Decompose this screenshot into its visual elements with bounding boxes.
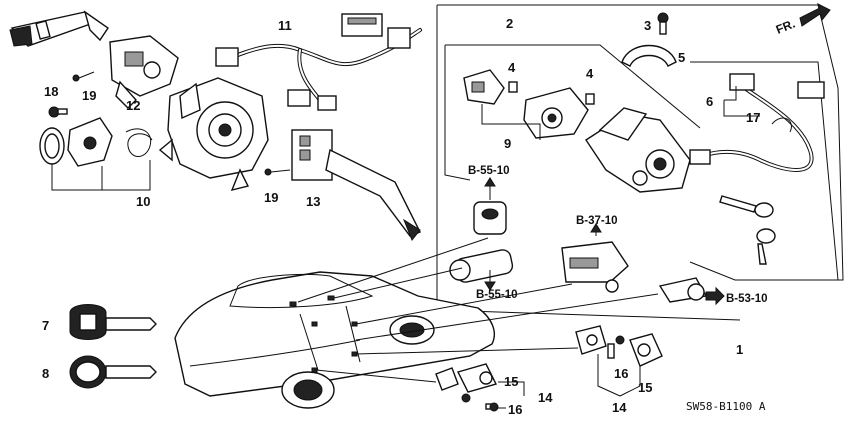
callout-15a: 15	[504, 374, 518, 389]
callout-6: 6	[706, 94, 713, 109]
leader-14b	[597, 354, 641, 397]
bolt-3	[657, 12, 669, 35]
callout-7: 7	[42, 318, 49, 333]
callout-18: 18	[44, 84, 58, 99]
return-spring	[125, 128, 153, 157]
ignition-key-b	[756, 228, 776, 265]
car-leaders	[297, 237, 659, 383]
callout-2: 2	[506, 16, 513, 31]
arrow-fr	[799, 2, 831, 27]
callout-9: 9	[504, 136, 511, 151]
callout-4b: 4	[586, 66, 594, 81]
callout-17: 17	[746, 110, 760, 125]
trunk-lock-cylinder	[473, 177, 507, 235]
callout-16a: 16	[508, 402, 522, 417]
reference-label-4: B-53-10	[726, 293, 768, 305]
bolt-18	[48, 106, 68, 118]
wire-harness-11	[215, 13, 422, 111]
callout-11: 11	[278, 18, 292, 33]
clamp-5	[621, 44, 677, 67]
callout-5: 5	[678, 50, 685, 65]
callout-14b: 14	[612, 400, 627, 415]
wiper-washer-switch	[291, 129, 421, 241]
screw-19	[72, 71, 95, 82]
callout-15b: 15	[638, 380, 652, 395]
cancel-cam	[67, 117, 113, 167]
key-cylinder-2	[523, 87, 589, 139]
car-body	[174, 271, 496, 409]
reference-label-1: B-55-10	[468, 165, 510, 177]
reference-label-2: B-55-10	[476, 289, 518, 301]
cancel-sleeve-ring	[39, 127, 65, 165]
door-switch-rh	[658, 277, 725, 306]
direction-label: FR.	[774, 17, 797, 37]
door-switch-lh	[435, 363, 499, 412]
wiper-switch-stalk	[9, 10, 109, 47]
sub-assembly-outline	[444, 44, 701, 181]
callout-16b: 16	[614, 366, 628, 381]
bulb-4a	[508, 81, 518, 93]
callout-10: 10	[136, 194, 150, 209]
screw-19b	[264, 168, 291, 176]
callout-12: 12	[126, 98, 140, 113]
callout-19b: 19	[264, 190, 278, 205]
leader-10	[51, 160, 151, 191]
tailgate-lock-switch	[561, 223, 629, 293]
turn-signal-switch	[109, 35, 179, 109]
callout-8: 8	[42, 366, 49, 381]
callout-19a: 19	[82, 88, 96, 103]
callout-3: 3	[644, 18, 651, 33]
diagram-code: SW58-B1100 A	[686, 400, 766, 413]
ignition-switch-9	[463, 69, 505, 105]
bulb-4b	[585, 93, 595, 105]
door-lock-cylinder	[449, 249, 514, 291]
steering-lock-body	[585, 107, 691, 193]
assembly-outline-6	[690, 61, 839, 281]
valet-key-8	[69, 355, 157, 389]
reference-label-3: B-37-10	[576, 215, 618, 227]
callout-13: 13	[306, 194, 320, 209]
ignition-key-a	[719, 195, 774, 218]
combination-switch-body	[158, 77, 269, 192]
callout-1: 1	[736, 342, 743, 357]
leader-14a	[496, 381, 525, 409]
door-switch-rh-bottom	[575, 325, 663, 367]
callout-4a: 4	[508, 60, 516, 75]
master-key-7	[69, 304, 157, 340]
leader-9	[481, 104, 541, 140]
callout-14a: 14	[538, 390, 553, 405]
leader-6	[723, 86, 760, 117]
